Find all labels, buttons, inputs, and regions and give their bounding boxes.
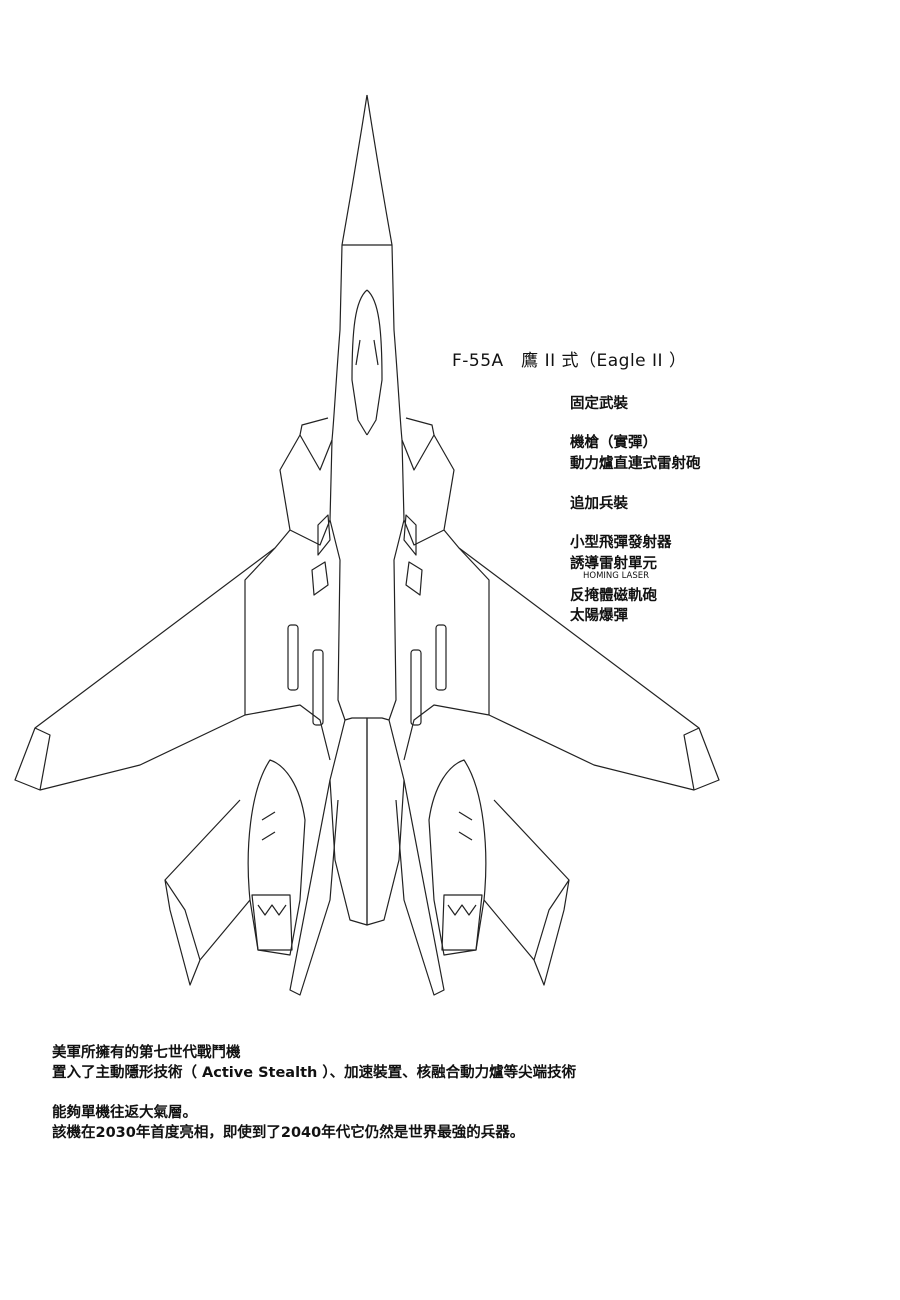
aircraft-right-half: [366, 94, 720, 996]
aircraft-title: F-55A 鷹 II 式（Eagle II ）: [452, 351, 687, 371]
fixed-armament-header: 固定武裝: [570, 396, 628, 412]
description-line: 能夠單機往返大氣層。: [52, 1105, 197, 1121]
fixed-armament-item: 機槍（實彈）: [570, 435, 657, 451]
fixed-armament-item: 動力爐直連式雷射砲: [570, 456, 701, 472]
homing-laser-note: HOMING LASER: [583, 571, 649, 581]
aircraft-left-half: [14, 94, 392, 996]
description-line: 該機在2030年首度亮相，即使到了2040年代它仍然是世界最強的兵器。: [52, 1125, 525, 1141]
additional-armament-item: 太陽爆彈: [570, 608, 628, 624]
additional-armament-item: 小型飛彈發射器: [570, 535, 672, 551]
additional-armament-item: 誘導雷射單元: [570, 556, 657, 572]
additional-armament-header: 追加兵裝: [570, 496, 628, 512]
additional-armament-item: 反掩體磁軌砲: [570, 588, 657, 604]
description-line: 美軍所擁有的第七世代戰鬥機: [52, 1045, 241, 1061]
description-line: 置入了主動隱形技術（ Active Stealth ）、加速裝置、核融合動力爐等…: [52, 1065, 577, 1081]
